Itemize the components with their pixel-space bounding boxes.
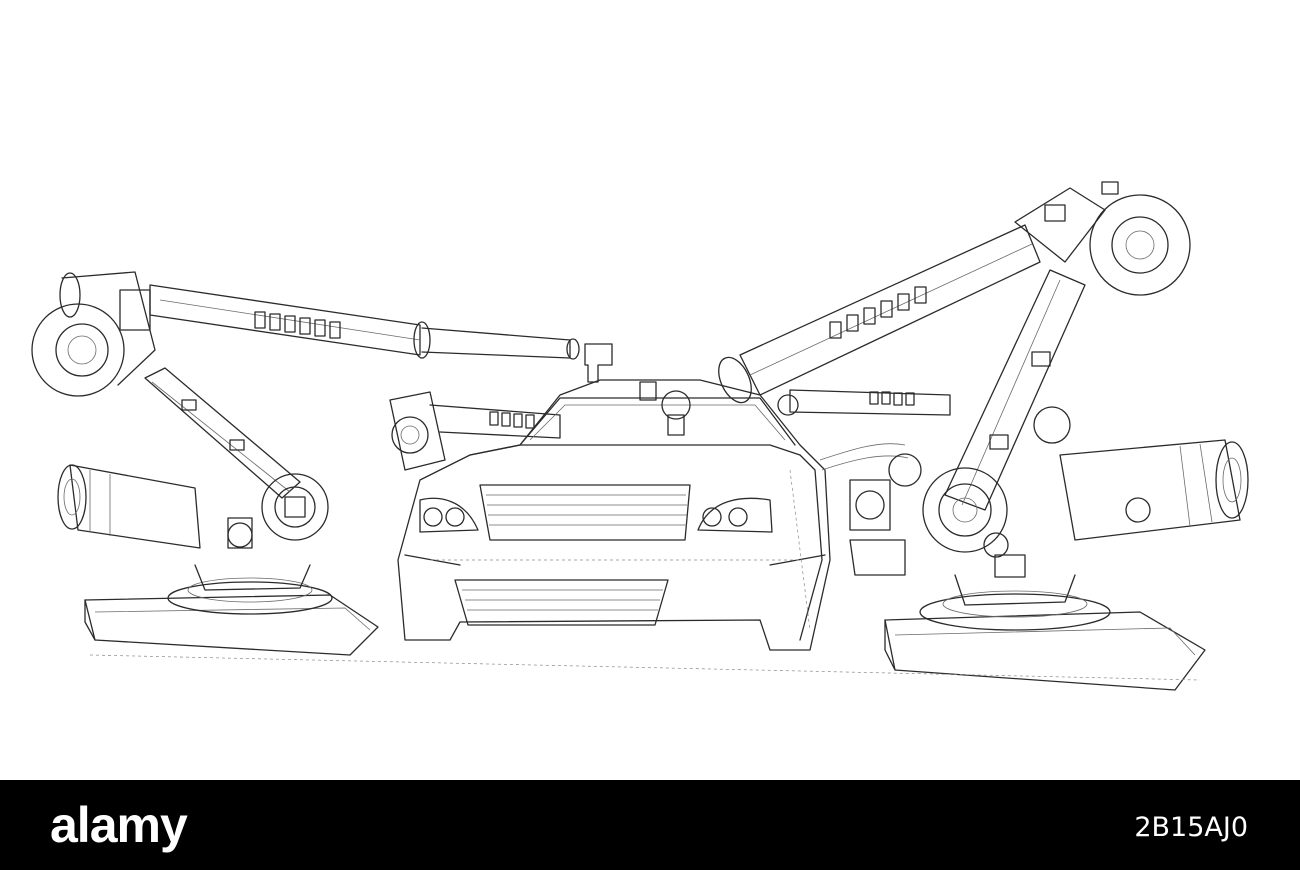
- ground-line: [89, 654, 1201, 681]
- brand-logo: alamy: [50, 797, 188, 853]
- left-robot-shoulder: [31, 271, 156, 397]
- left-robot-arm: [31, 271, 613, 656]
- left-robot-base: [84, 564, 379, 656]
- right-robot-upper-arm: [718, 224, 1071, 444]
- right-robot-shoulder: [1014, 181, 1191, 296]
- right-robot-lower-arm: [922, 269, 1086, 578]
- wireframe-illustration: [31, 181, 1249, 691]
- right-robot-arm: [718, 181, 1249, 691]
- right-robot-cable-bundle: [819, 443, 922, 576]
- left-robot-lower-arm: [144, 367, 329, 549]
- left-robot-upper-arm: [149, 284, 613, 383]
- back-center-robot-arm: [389, 391, 561, 471]
- right-robot-base: [884, 574, 1206, 691]
- right-robot-motor-housing: [1059, 439, 1249, 541]
- left-robot-motor-housing: [57, 464, 201, 549]
- car-wireframe: [397, 379, 831, 651]
- image-id-label: 2B15AJ0: [1134, 812, 1248, 843]
- watermark-footer-bar: alamy 2B15AJ0: [0, 780, 1300, 870]
